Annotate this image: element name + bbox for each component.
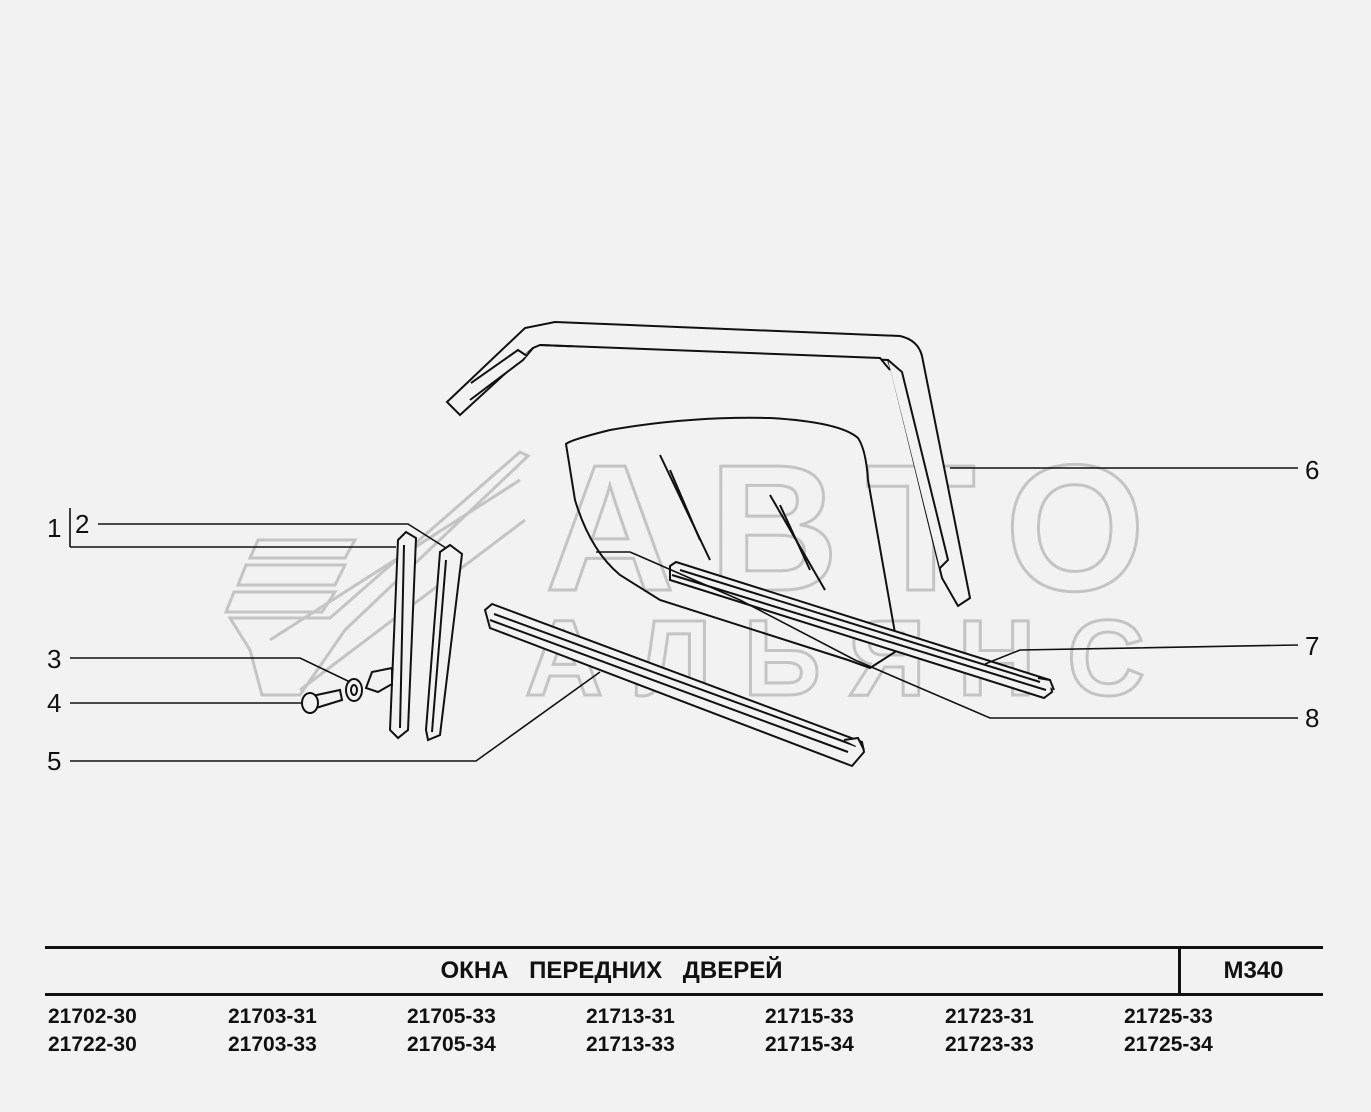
model-number: 21723-31 bbox=[945, 1005, 1034, 1028]
callout-7: 7 bbox=[1305, 631, 1320, 661]
model-column: 21705-33 21705-34 bbox=[407, 1003, 577, 1059]
model-number: 21725-34 bbox=[1124, 1033, 1213, 1056]
part-8-door-glass bbox=[564, 416, 900, 670]
leader-5 bbox=[70, 671, 601, 762]
model-column: 21713-31 21713-33 bbox=[586, 1003, 756, 1059]
model-number: 21705-34 bbox=[407, 1033, 496, 1056]
model-number: 21702-30 bbox=[48, 1005, 137, 1028]
model-list: 21702-30 21722-30 21703-31 21703-33 2170… bbox=[48, 1003, 1338, 1063]
part-1-2-guide-channels bbox=[364, 530, 464, 742]
diagram-title: ОКНА ПЕРЕДНИХ ДВЕРЕЙ bbox=[440, 957, 783, 984]
callout-3: 3 bbox=[47, 644, 62, 674]
part-3-washer bbox=[345, 678, 363, 702]
part-6-frame-seal bbox=[445, 320, 972, 608]
model-column: 21715-33 21715-34 bbox=[765, 1003, 935, 1059]
part-7-inner-belt-seal bbox=[669, 560, 1055, 700]
callout-2: 2 bbox=[75, 509, 90, 539]
leader-7 bbox=[984, 644, 1299, 665]
leader-3 bbox=[70, 657, 351, 683]
callout-8: 8 bbox=[1305, 703, 1320, 733]
model-column: 21702-30 21722-30 bbox=[48, 1003, 218, 1059]
model-number: 21703-33 bbox=[228, 1033, 317, 1056]
part-5-outer-belt-seal bbox=[483, 602, 866, 768]
leader-lines bbox=[69, 467, 1299, 762]
diagram-code: М340 bbox=[1223, 957, 1284, 984]
title-row: ОКНА ПЕРЕДНИХ ДВЕРЕЙ М340 bbox=[45, 946, 1323, 996]
callout-5: 5 bbox=[47, 746, 62, 776]
model-column: 21703-31 21703-33 bbox=[228, 1003, 398, 1059]
model-number: 21715-34 bbox=[765, 1033, 854, 1056]
callout-1: 1 bbox=[47, 513, 62, 543]
callout-6: 6 bbox=[1305, 455, 1320, 485]
model-number: 21715-33 bbox=[765, 1005, 854, 1028]
model-number: 21705-33 bbox=[407, 1005, 496, 1028]
model-number: 21723-33 bbox=[945, 1033, 1034, 1056]
model-number: 21722-30 bbox=[48, 1033, 137, 1056]
model-column: 21725-33 21725-34 bbox=[1124, 1003, 1294, 1059]
model-number: 21725-33 bbox=[1124, 1005, 1213, 1028]
model-number: 21703-31 bbox=[228, 1005, 317, 1028]
callout-4: 4 bbox=[47, 688, 62, 718]
code-box: М340 bbox=[1178, 949, 1326, 993]
model-column: 21723-31 21723-33 bbox=[945, 1003, 1115, 1059]
model-number: 21713-31 bbox=[586, 1005, 675, 1028]
part-4-screw bbox=[301, 688, 344, 714]
leader-8 bbox=[596, 551, 1298, 719]
leader-2 bbox=[98, 523, 447, 549]
model-number: 21713-33 bbox=[586, 1033, 675, 1056]
